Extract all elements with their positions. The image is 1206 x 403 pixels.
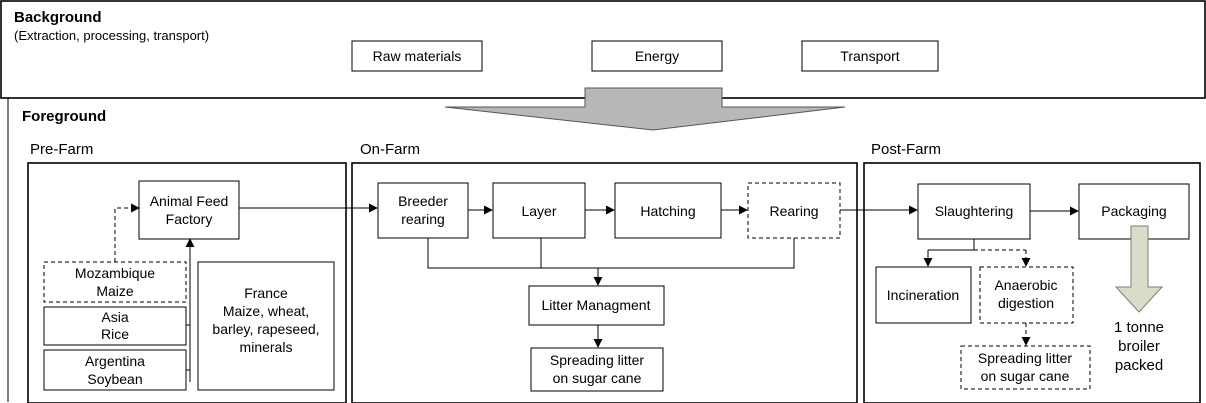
post-farm-spreading-box: Spreading litter on sugar cane xyxy=(960,345,1091,390)
rearing-box: Rearing xyxy=(747,182,841,239)
background-to-foreground-arrow xyxy=(444,87,846,131)
packaging-label: Packaging xyxy=(1101,203,1166,219)
breeder-line-2: rearing xyxy=(401,211,445,227)
france-box: France Maize, wheat, barley, rapeseed, m… xyxy=(197,261,335,391)
litter-collector-line xyxy=(427,238,795,269)
output-line-3: packed xyxy=(1115,357,1163,374)
france-line-1: France xyxy=(244,285,288,301)
transport-box: Transport xyxy=(801,40,939,72)
slaughtering-label: Slaughtering xyxy=(935,203,1014,219)
feed-factory-line-1: Animal Feed xyxy=(150,193,229,209)
asia-line-2: Rice xyxy=(101,326,129,342)
litter-management-box: Litter Managment xyxy=(528,285,665,326)
post-farm-spreading-line-2: on sugar cane xyxy=(981,368,1070,384)
hatching-label: Hatching xyxy=(640,203,695,219)
pre-farm-panel xyxy=(27,162,347,403)
background-subtitle: (Extraction, processing, transport) xyxy=(14,28,209,43)
hatching-box: Hatching xyxy=(614,182,722,239)
layer-label: Layer xyxy=(521,203,556,219)
output-line-2: broiler xyxy=(1118,338,1160,355)
transport-label: Transport xyxy=(840,48,900,64)
on-farm-spreading-line-1: Spreading litter xyxy=(550,352,645,368)
output-line-1: 1 tonne xyxy=(1114,319,1164,336)
mozambique-line-1: Mozambique xyxy=(75,265,155,281)
on-farm-spreading-line-2: on sugar cane xyxy=(553,370,642,386)
argentina-line-2: Soybean xyxy=(87,371,142,387)
france-line-2: Maize, wheat, xyxy=(223,303,309,319)
layer-box: Layer xyxy=(492,182,586,239)
rearing-label: Rearing xyxy=(769,203,818,219)
anaerobic-line-1: Anaerobic xyxy=(994,277,1057,293)
anaerobic-digestion-box: Anaerobic digestion xyxy=(979,266,1074,324)
slaughtering-box: Slaughtering xyxy=(917,183,1031,240)
breeder-line-1: Breeder xyxy=(398,193,448,209)
mozambique-line-2: Maize xyxy=(96,283,134,299)
post-farm-spreading-line-1: Spreading litter xyxy=(978,350,1073,366)
litter-management-label: Litter Managment xyxy=(542,297,651,313)
post-farm-title: Post-Farm xyxy=(871,141,941,158)
asia-line-1: Asia xyxy=(101,309,128,325)
background-title: Background xyxy=(14,9,102,26)
argentina-soybean-box: Argentina Soybean xyxy=(43,349,187,391)
mozambique-to-feed-arrow xyxy=(114,203,140,262)
energy-label: Energy xyxy=(635,48,679,64)
france-line-3: barley, rapeseed, xyxy=(212,321,319,337)
pre-farm-title: Pre-Farm xyxy=(30,141,93,158)
argentina-line-1: Argentina xyxy=(85,353,145,369)
animal-feed-factory-box: Animal Feed Factory xyxy=(138,180,240,240)
incineration-label: Incineration xyxy=(887,287,959,303)
on-farm-spreading-box: Spreading litter on sugar cane xyxy=(530,347,664,392)
anaerobic-line-2: digestion xyxy=(998,295,1054,311)
raw-materials-box: Raw materials xyxy=(351,40,483,72)
france-line-4: minerals xyxy=(240,339,293,355)
post-farm-panel xyxy=(863,162,1201,403)
asia-rice-box: Asia Rice xyxy=(43,306,187,346)
feed-factory-line-2: Factory xyxy=(166,211,213,227)
incineration-box: Incineration xyxy=(875,266,972,324)
packaging-box: Packaging xyxy=(1078,183,1190,240)
foreground-title: Foreground xyxy=(22,108,106,125)
raw-materials-label: Raw materials xyxy=(373,48,462,64)
mozambique-maize-box: Mozambique Maize xyxy=(43,261,187,303)
on-farm-title: On-Farm xyxy=(360,141,420,158)
output-arrow xyxy=(1114,225,1164,313)
on-farm-panel xyxy=(351,162,858,403)
energy-box: Energy xyxy=(591,40,723,72)
breeder-rearing-box: Breeder rearing xyxy=(377,182,469,239)
